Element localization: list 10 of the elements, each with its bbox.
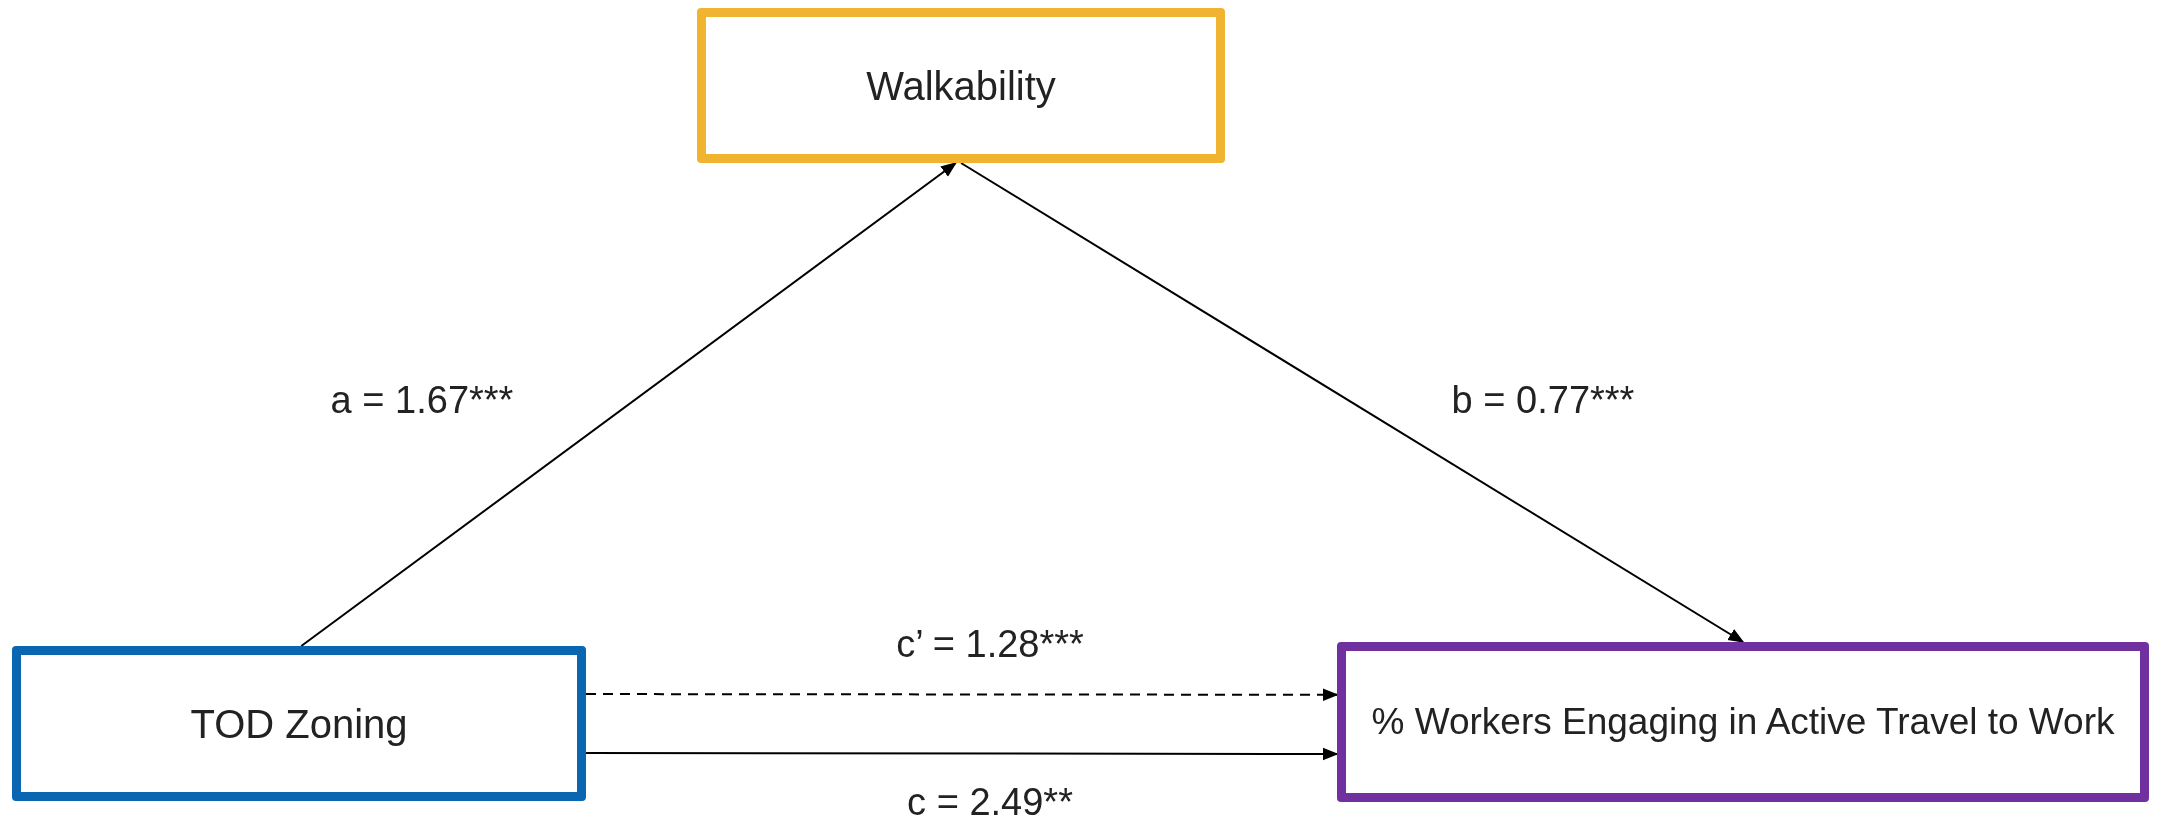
box-label: % Workers Engaging in Active Travel to Work [1371, 699, 2115, 744]
arrow [960, 162, 1745, 643]
variable-box [12, 646, 586, 801]
arrow [585, 688, 1339, 702]
arrow [300, 162, 957, 647]
box-label: Walkability [866, 62, 1056, 110]
variable-box [697, 8, 1225, 163]
variable-box [1337, 642, 2149, 802]
arrow [585, 747, 1339, 761]
box-label: TOD Zoning [190, 700, 408, 748]
